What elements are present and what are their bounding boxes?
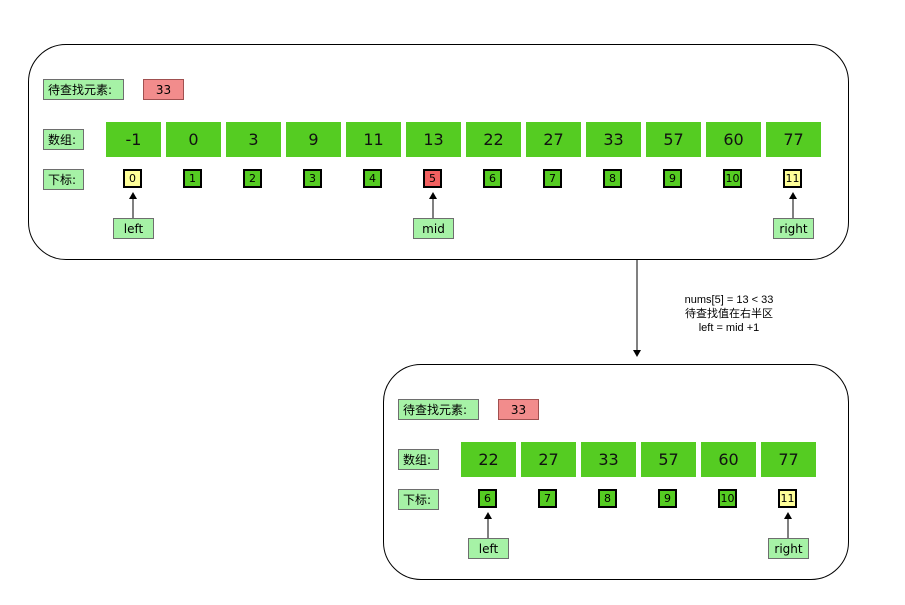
top-mid-pointer: mid (413, 218, 454, 239)
array-cell: 22 (461, 442, 516, 477)
array-cell: 60 (701, 442, 756, 477)
top-target-value: 33 (143, 79, 184, 100)
index-box: 11 (783, 169, 802, 188)
top-left-pointer: left (113, 218, 154, 239)
array-cell: 33 (586, 122, 641, 157)
top-index-label: 下标: (43, 169, 84, 190)
note-line-2: 待查找值在右半区 (685, 308, 773, 320)
transition-note: nums[5] = 13 < 33 待查找值在右半区 left = mid +1 (660, 293, 798, 335)
bottom-right-pointer: right (768, 538, 809, 559)
top-target-label: 待查找元素: (43, 79, 124, 100)
top-array-label: 数组: (43, 129, 84, 150)
array-cell: -1 (106, 122, 161, 157)
bottom-array-label: 数组: (398, 449, 439, 470)
array-cell: 22 (466, 122, 521, 157)
index-box: 6 (483, 169, 502, 188)
array-cell: 9 (286, 122, 341, 157)
index-box: 10 (723, 169, 742, 188)
bottom-index-label: 下标: (398, 489, 439, 510)
array-cell: 0 (166, 122, 221, 157)
index-box: 7 (538, 489, 557, 508)
array-cell: 27 (526, 122, 581, 157)
bottom-target-value: 33 (498, 399, 539, 420)
index-box: 8 (598, 489, 617, 508)
note-line-3: left = mid +1 (698, 322, 760, 334)
bottom-left-pointer: left (468, 538, 509, 559)
index-box: 11 (778, 489, 797, 508)
array-cell: 33 (581, 442, 636, 477)
index-box: 0 (123, 169, 142, 188)
index-box: 2 (243, 169, 262, 188)
index-box: 8 (603, 169, 622, 188)
index-box: 5 (423, 169, 442, 188)
index-box: 10 (718, 489, 737, 508)
index-box: 4 (363, 169, 382, 188)
array-cell: 60 (706, 122, 761, 157)
array-cell: 3 (226, 122, 281, 157)
index-box: 1 (183, 169, 202, 188)
array-cell: 57 (646, 122, 701, 157)
index-box: 7 (543, 169, 562, 188)
note-line-1: nums[5] = 13 < 33 (684, 294, 774, 306)
array-cell: 77 (761, 442, 816, 477)
index-box: 9 (658, 489, 677, 508)
array-cell: 11 (346, 122, 401, 157)
index-box: 9 (663, 169, 682, 188)
array-cell: 13 (406, 122, 461, 157)
bottom-target-label: 待查找元素: (398, 399, 479, 420)
index-box: 3 (303, 169, 322, 188)
top-right-pointer: right (773, 218, 814, 239)
index-box: 6 (478, 489, 497, 508)
array-cell: 27 (521, 442, 576, 477)
array-cell: 57 (641, 442, 696, 477)
array-cell: 77 (766, 122, 821, 157)
